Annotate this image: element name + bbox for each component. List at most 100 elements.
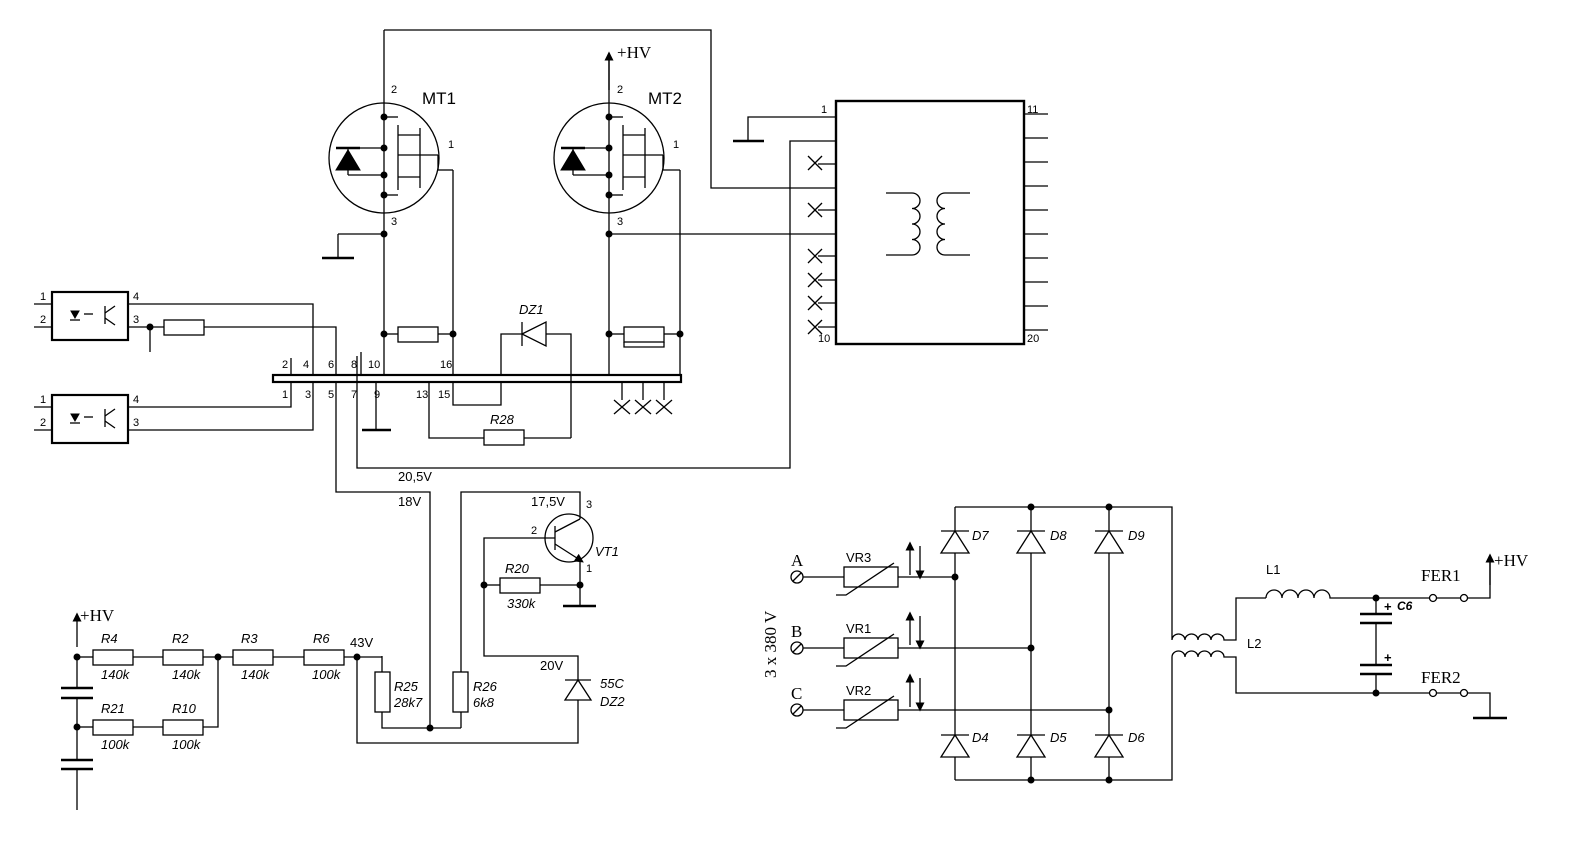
c6-label: C6	[1397, 599, 1413, 613]
r25-value: 28k7	[393, 695, 423, 710]
zener-dz1: DZ1	[500, 302, 572, 438]
r21-label: R21	[101, 701, 125, 716]
r25-label: R25	[394, 679, 419, 694]
opto2-pin-4: 4	[133, 394, 139, 406]
opto1-pin-1: 1	[40, 291, 46, 303]
d9-label: D9	[1128, 528, 1145, 543]
dz1-label: DZ1	[519, 302, 544, 317]
resistor-r28: R28	[428, 382, 571, 446]
opto2-pin-1: 1	[40, 394, 46, 406]
l2-label: L2	[1247, 636, 1261, 651]
supply-voltage-label: 3 x 380 V	[761, 610, 780, 678]
hv-label-divider: +HV	[80, 606, 115, 625]
resistor-mt2-gate	[605, 326, 684, 348]
d8-label: D8	[1050, 528, 1067, 543]
vr1-label: VR1	[846, 621, 871, 636]
label-18v: 18V	[398, 494, 421, 509]
r6-label: R6	[313, 631, 330, 646]
r28-label: R28	[490, 412, 515, 427]
bus-pin-9: 9	[374, 389, 380, 401]
r20-value: 330k	[507, 596, 537, 611]
l1-label: L1	[1266, 562, 1280, 577]
resistor-r25: R25 28k7	[374, 656, 461, 732]
resistor-mt1-gate	[380, 326, 457, 343]
mt2-pin-source: 3	[617, 216, 623, 228]
dz2-label: DZ2	[600, 694, 625, 709]
opto1-pin-2: 2	[40, 314, 46, 326]
bus-pin-2: 2	[282, 359, 288, 371]
bus-pin-15: 15	[438, 389, 450, 401]
r2-label: R2	[172, 631, 189, 646]
opto2-pin-2: 2	[40, 417, 46, 429]
resistor-opto1	[163, 319, 205, 336]
mt2-pin-gate: 1	[673, 139, 679, 151]
r10-label: R10	[172, 701, 197, 716]
phase-a-label: A	[791, 551, 804, 570]
r4-value: 140k	[101, 667, 131, 682]
phase-c-label: C	[791, 684, 802, 703]
opto1-pin-4: 4	[133, 291, 139, 303]
bus-pin-5: 5	[328, 389, 334, 401]
mosfet-mt1: MT1 2 1 3	[322, 30, 456, 334]
resistor-r20: R20 330k	[480, 561, 584, 611]
mosfet-mt2: +HV MT2 2 1 3	[553, 43, 836, 334]
mt2-label: MT2	[648, 89, 682, 108]
vr3-label: VR3	[846, 550, 871, 565]
c6-plus-2: +	[1384, 650, 1392, 665]
dz2-code: 55C	[600, 676, 624, 691]
wire-opto1-resistor	[204, 326, 337, 375]
r10-value: 100k	[172, 737, 202, 752]
r26-label: R26	[473, 679, 498, 694]
mt1-pin-gate: 1	[448, 139, 454, 151]
r6-value: 100k	[312, 667, 342, 682]
label-20v: 20V	[540, 658, 563, 673]
r20-label: R20	[505, 561, 530, 576]
bus-pin-1: 1	[282, 389, 288, 401]
hv-label-top: +HV	[617, 43, 652, 62]
mt1-label: MT1	[422, 89, 456, 108]
d6-label: D6	[1128, 730, 1145, 745]
resistor-r26: R26 6k8	[452, 671, 498, 713]
mt2-pin-drain: 2	[617, 84, 623, 96]
tr-pin-11: 11	[1027, 104, 1038, 116]
optocoupler-1: 1 2 4 3	[34, 290, 146, 342]
fer1-label: FER1	[1421, 566, 1461, 585]
bus-pin-3: 3	[305, 389, 311, 401]
opto2-pin-3: 3	[133, 417, 139, 429]
connector-bus: 2 4 6 8 10 16 1 3 5 7 9 13 15	[271, 334, 683, 432]
mt1-pin-drain: 2	[391, 84, 397, 96]
divider-chain: +HV R4 140k R2 140k R3 140k R6 100k R21 …	[61, 606, 382, 810]
fer2-label: FER2	[1421, 668, 1461, 687]
vt1-pin-3: 3	[586, 499, 592, 511]
bus-pin-4: 4	[303, 359, 309, 371]
bus-pin-10: 10	[368, 359, 380, 371]
wire-18v	[335, 382, 431, 728]
r2-value: 140k	[172, 667, 202, 682]
label-43v: 43V	[350, 635, 373, 650]
bus-pin-13: 13	[416, 389, 428, 401]
r3-label: R3	[241, 631, 258, 646]
bus-pin-6: 6	[328, 359, 334, 371]
r3-value: 140k	[241, 667, 271, 682]
tr-pin-20: 20	[1027, 333, 1039, 345]
bus-pin-8: 8	[351, 359, 357, 371]
phase-b-label: B	[791, 622, 802, 641]
zener-dz2: 20V 55C DZ2	[356, 656, 625, 744]
wire-opto1-out	[146, 303, 314, 375]
r4-label: R4	[101, 631, 118, 646]
bus-pin-7: 7	[351, 389, 357, 401]
transistor-vt1: 17,5V 3 2 1 VT1	[460, 491, 619, 728]
bus-pin-16: 16	[440, 359, 452, 371]
vt1-pin-2: 2	[531, 525, 537, 537]
c6-plus-1: +	[1384, 599, 1392, 614]
tr-pin-1: 1	[821, 104, 827, 116]
wire-opto2-out	[146, 382, 292, 408]
d5-label: D5	[1050, 730, 1067, 745]
transformer-block: 1 11 10 20	[356, 99, 1048, 469]
hv-label-output: +HV	[1494, 551, 1529, 570]
rectifier-section: D7 D8 D9 D4 D5 D6 A B C 3 x 380 V VR3 VR…	[761, 503, 1529, 784]
vr2-label: VR2	[846, 683, 871, 698]
r21-value: 100k	[101, 737, 131, 752]
r26-value: 6k8	[473, 695, 495, 710]
